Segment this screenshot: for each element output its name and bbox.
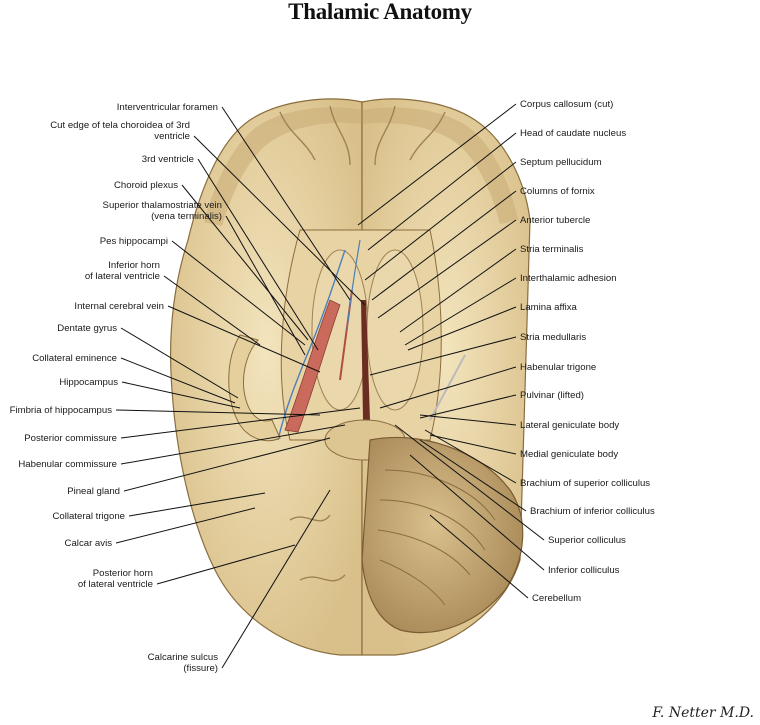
- label-right-7: Lamina affixa: [520, 302, 578, 313]
- leader-right-17: [429, 514, 529, 599]
- leader-left-10: [121, 381, 241, 409]
- third-ventricle: [361, 300, 370, 420]
- leader-left-4: [225, 215, 306, 356]
- label-right-8: Stria medullaris: [520, 332, 586, 343]
- leader-lines: [115, 103, 545, 669]
- label-left-10: Hippocampus: [59, 377, 118, 388]
- leader-left-9: [120, 357, 236, 404]
- leader-right-9: [379, 366, 517, 409]
- leader-right-1: [367, 132, 517, 251]
- label-right-16: Inferior colliculus: [548, 565, 620, 576]
- label-left-13: Habenular commissure: [18, 459, 117, 470]
- leader-left-14: [123, 437, 331, 492]
- label-right-1: Head of caudate nucleus: [520, 128, 626, 139]
- label-left-15: Collateral trigone: [52, 511, 125, 522]
- label-right-17: Cerebellum: [532, 593, 581, 604]
- label-left-5: Pes hippocampi: [100, 236, 168, 247]
- label-right-0: Corpus callosum (cut): [520, 99, 613, 110]
- leader-left-2: [197, 158, 319, 351]
- label-left-3: Choroid plexus: [114, 180, 178, 191]
- label-left-12: Posterior commissure: [24, 433, 117, 444]
- leader-left-1: [193, 135, 366, 306]
- choroid-plexus: [284, 299, 341, 433]
- leader-right-4: [377, 219, 517, 319]
- label-right-3: Columns of fornix: [520, 186, 595, 197]
- leader-left-12: [120, 407, 361, 439]
- leader-left-15: [128, 492, 266, 517]
- label-left-16: Calcar avis: [65, 538, 113, 549]
- leader-right-2: [364, 161, 517, 281]
- hippocampus: [228, 334, 281, 442]
- label-right-13: Brachium of superior colliculus: [520, 478, 650, 489]
- label-left-14: Pineal gland: [67, 486, 120, 497]
- label-right-12: Medial geniculate body: [520, 449, 618, 460]
- leader-left-8: [120, 327, 239, 399]
- label-left-2: 3rd ventricle: [142, 154, 194, 165]
- label-right-15: Superior colliculus: [548, 535, 626, 546]
- signature: F. Netter M.D.: [652, 705, 754, 721]
- leader-right-6: [404, 277, 517, 346]
- brain-illustration: [169, 98, 531, 656]
- leader-left-11: [115, 409, 321, 416]
- leader-right-7: [407, 306, 517, 351]
- leader-right-8: [369, 336, 517, 376]
- label-left-8: Dentate gyrus: [57, 323, 117, 334]
- leader-right-16: [409, 454, 545, 571]
- label-right-5: Stria terminalis: [520, 244, 584, 255]
- label-left-0: Interventricular foramen: [117, 102, 218, 113]
- label-left-4: Superior thalamostriate vein(vena termin…: [103, 200, 222, 222]
- leader-right-11: [419, 414, 517, 426]
- label-right-11: Lateral geniculate body: [520, 420, 619, 431]
- leader-left-5: [171, 240, 306, 346]
- leader-left-7: [167, 305, 321, 373]
- label-right-9: Habenular trigone: [520, 362, 596, 373]
- leader-left-3: [181, 184, 309, 341]
- leader-right-14: [419, 439, 527, 512]
- leader-left-18: [221, 489, 331, 669]
- label-left-18: Calcarine sulcus(fissure): [148, 652, 219, 674]
- leader-right-13: [424, 429, 517, 484]
- leader-right-3: [371, 190, 517, 301]
- leader-left-0: [221, 106, 351, 301]
- diagram-title: Thalamic Anatomy: [288, 0, 472, 24]
- label-left-9: Collateral eminence: [32, 353, 117, 364]
- leader-left-13: [120, 424, 346, 465]
- leader-right-10: [419, 394, 517, 419]
- leader-left-16: [115, 507, 256, 544]
- label-left-7: Internal cerebral vein: [74, 301, 164, 312]
- leader-right-0: [357, 103, 517, 226]
- label-right-4: Anterior tubercle: [520, 215, 590, 226]
- leader-left-6: [163, 275, 261, 346]
- leader-right-5: [399, 248, 517, 333]
- leader-right-12: [429, 434, 517, 455]
- leader-right-15: [394, 424, 545, 541]
- label-right-6: Interthalamic adhesion: [520, 273, 617, 284]
- label-left-11: Fimbria of hippocampus: [10, 405, 113, 416]
- label-right-2: Septum pellucidum: [520, 157, 602, 168]
- label-right-14: Brachium of inferior colliculus: [530, 506, 655, 517]
- label-right-10: Pulvinar (lifted): [520, 390, 584, 401]
- leader-left-17: [156, 544, 296, 585]
